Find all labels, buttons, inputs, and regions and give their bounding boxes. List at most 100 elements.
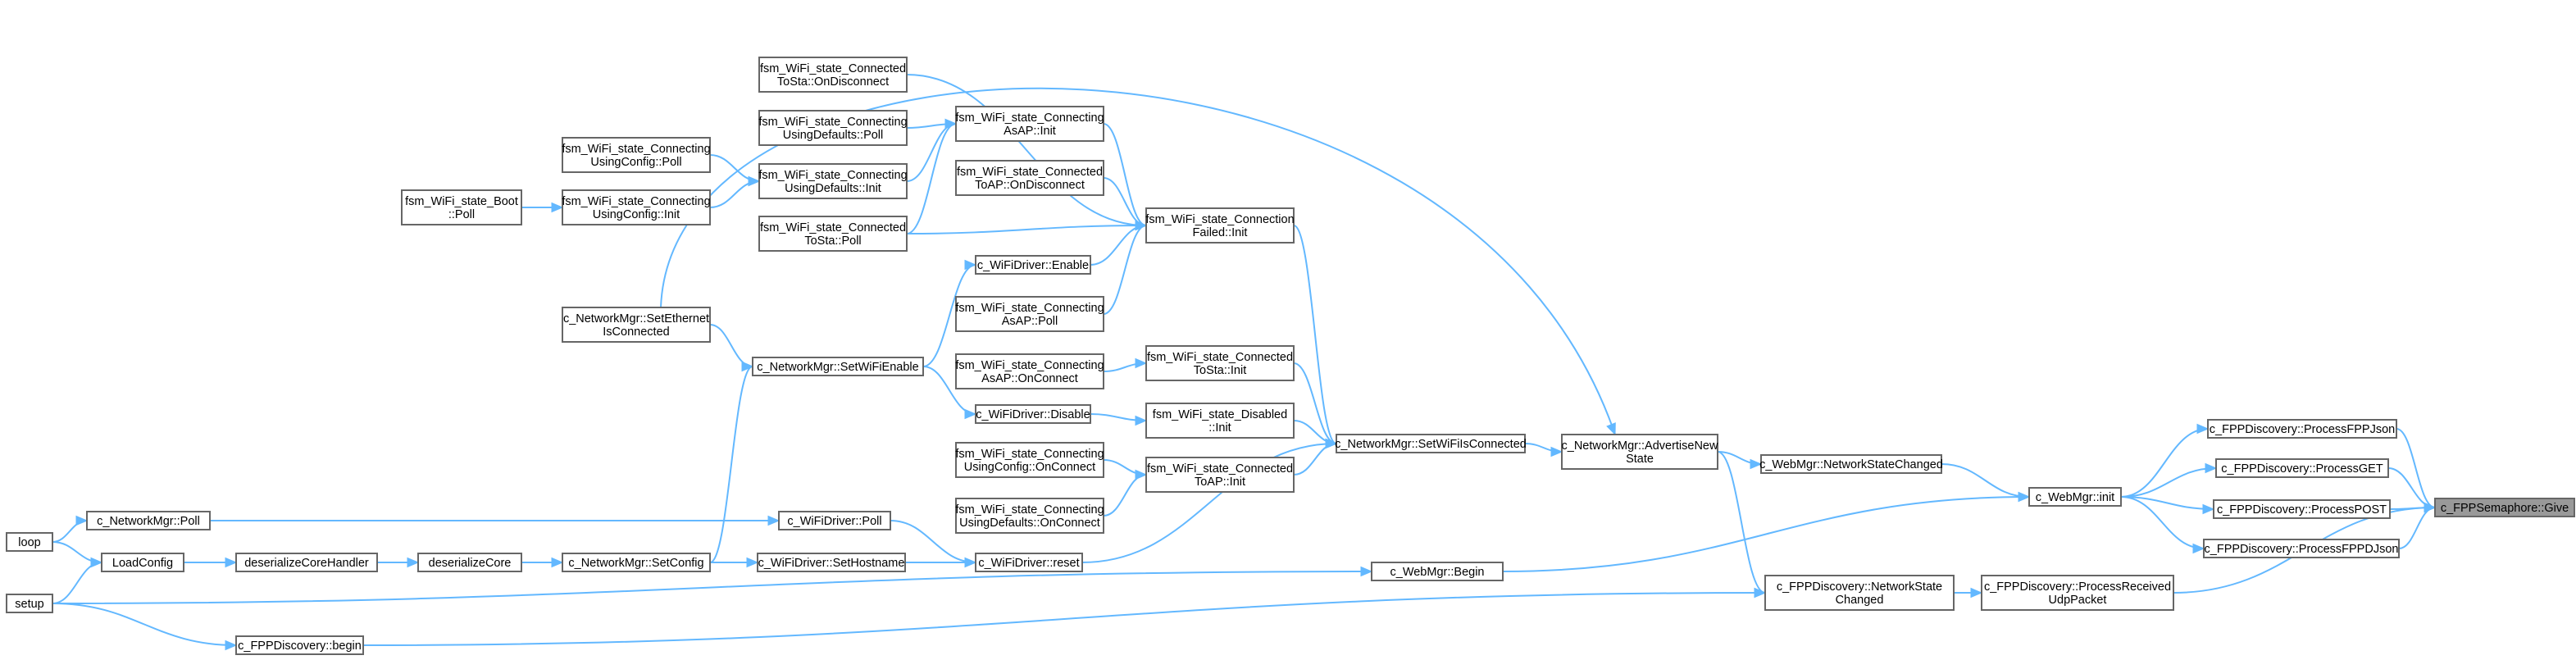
node-deserialize-core-handler[interactable]: deserializeCoreHandler — [235, 553, 378, 572]
node-label: c_FPPDiscovery::begin — [238, 640, 362, 653]
edge-arrowhead — [90, 557, 103, 568]
call-edge — [1293, 225, 1337, 444]
call-edge — [1103, 474, 1147, 517]
node-label: ToSta::OnDisconnect — [777, 75, 889, 89]
node-label: c_NetworkMgr::SetEthernet — [563, 312, 709, 325]
node-set-wi-fi-enable[interactable]: c_NetworkMgr::SetWiFiEnable — [752, 357, 924, 376]
edge-arrowhead — [964, 259, 977, 271]
call-edge — [906, 123, 957, 182]
node-boot-poll[interactable]: fsm_WiFi_state_Boot::Poll — [401, 189, 522, 225]
node-wifi-set-hostname[interactable]: c_WiFiDriver::SetHostname — [757, 553, 906, 572]
node-label: ::Poll — [448, 208, 475, 221]
node-label: c_FPPDiscovery::ProcessFPPJson — [2210, 423, 2395, 436]
node-label: fsm_WiFi_state_Connecting — [955, 503, 1104, 517]
edge-arrowhead — [1754, 587, 1767, 599]
node-web-init[interactable]: c_WebMgr::init — [2028, 487, 2122, 507]
edge-arrowhead — [1135, 220, 1148, 231]
edge-arrowhead — [2192, 543, 2205, 554]
node-box — [975, 404, 1091, 424]
node-process-g-e-t[interactable]: c_FPPDiscovery::ProcessGET — [2215, 458, 2389, 478]
node-using-defaults-on-connect[interactable]: fsm_WiFi_state_ConnectingUsingDefaults::… — [955, 498, 1104, 534]
node-wifi-poll[interactable]: c_WiFiDriver::Poll — [778, 511, 891, 530]
node-label: c_WiFiDriver::Enable — [977, 259, 1089, 272]
node-network-state-changed[interactable]: c_FPPDiscovery::NetworkStateChanged — [1764, 575, 1955, 611]
node-box — [6, 532, 53, 552]
edge-arrowhead — [2202, 503, 2215, 515]
node-label: UdpPacket — [2049, 594, 2107, 607]
node-box — [955, 296, 1104, 332]
node-label: c_WebMgr::init — [2036, 491, 2114, 504]
node-box — [2028, 487, 2122, 507]
node-box — [1145, 403, 1295, 439]
node-label: fsm_WiFi_state_Disabled — [1153, 408, 1287, 421]
call-edge — [1293, 362, 1337, 444]
node-web-begin[interactable]: c_WebMgr::Begin — [1371, 562, 1504, 581]
node-label: fsm_WiFi_state_Boot — [405, 195, 518, 208]
node-label: c_FPPSemaphore::Give — [2441, 502, 2569, 515]
node-loop[interactable]: loop — [6, 532, 53, 552]
node-process-f-p-p-json[interactable]: c_FPPDiscovery::ProcessFPPJson — [2207, 419, 2397, 439]
node-disabled-init[interactable]: fsm_WiFi_state_Disabled::Init — [1145, 403, 1295, 439]
node-using-defaults-init[interactable]: fsm_WiFi_state_ConnectingUsingDefaults::… — [758, 163, 908, 199]
node-wifi-enable[interactable]: c_WiFiDriver::Enable — [975, 255, 1091, 275]
node-set-wi-fi-is-connected[interactable]: c_NetworkMgr::SetWiFiIsConnected — [1335, 434, 1527, 453]
node-box — [2207, 419, 2397, 439]
node-conn-to-sta-on-disconnect[interactable]: fsm_WiFi_state_ConnectedToSta::OnDisconn… — [758, 57, 908, 93]
node-setup[interactable]: setup — [6, 594, 53, 613]
node-label: ToAP::Init — [1195, 476, 1245, 489]
call-edge — [1941, 463, 2030, 498]
call-edge — [362, 592, 1766, 646]
call-edge — [2120, 467, 2217, 498]
node-load-config[interactable]: LoadConfig — [101, 553, 184, 572]
node-box — [235, 635, 364, 655]
node-box — [6, 594, 53, 613]
call-edge — [2120, 428, 2209, 498]
node-give[interactable]: c_FPPSemaphore::Give — [2434, 498, 2575, 517]
node-label: fsm_WiFi_state_Connecting — [562, 195, 710, 208]
node-box — [955, 353, 1104, 389]
node-label: c_FPPDiscovery::NetworkState — [1777, 580, 1942, 594]
node-label: fsm_WiFi_state_Connecting — [955, 359, 1104, 372]
node-using-config-on-connect[interactable]: fsm_WiFi_state_ConnectingUsingConfig::On… — [955, 442, 1104, 478]
node-wifi-disable[interactable]: c_WiFiDriver::Disable — [975, 404, 1091, 424]
call-edge — [906, 74, 1147, 226]
node-box — [562, 189, 711, 225]
node-wifi-reset[interactable]: c_WiFiDriver::reset — [975, 553, 1083, 572]
call-edge — [2398, 507, 2436, 549]
node-label: IsConnected — [603, 325, 669, 339]
node-label: fsm_WiFi_state_Connecting — [955, 448, 1104, 461]
node-label: fsm_WiFi_state_Connecting — [955, 112, 1104, 125]
node-box — [955, 160, 1104, 196]
node-web-network-state-changed[interactable]: c_WebMgr::NetworkStateChanged — [1759, 454, 1943, 474]
node-label: UsingDefaults::Poll — [783, 129, 884, 142]
node-net-poll[interactable]: c_NetworkMgr::Poll — [86, 511, 211, 530]
node-using-defaults-poll[interactable]: fsm_WiFi_state_ConnectingUsingDefaults::… — [758, 110, 908, 146]
node-net-set-config[interactable]: c_NetworkMgr::SetConfig — [562, 553, 711, 572]
edge-arrowhead — [1135, 357, 1148, 369]
call-edge — [52, 520, 88, 543]
node-box — [2434, 498, 2575, 517]
node-using-config-poll[interactable]: fsm_WiFi_state_ConnectingUsingConfig::Po… — [562, 137, 711, 173]
node-using-config-init[interactable]: fsm_WiFi_state_ConnectingUsingConfig::In… — [562, 189, 711, 225]
node-process-p-o-s-t[interactable]: c_FPPDiscovery::ProcessPOST — [2213, 499, 2391, 519]
node-conn-to-ap-on-disconnect[interactable]: fsm_WiFi_state_ConnectedToAP::OnDisconne… — [955, 160, 1104, 196]
edge-arrowhead — [551, 202, 564, 213]
node-label: fsm_WiFi_state_Connected — [1147, 462, 1293, 476]
edge-arrowhead — [225, 557, 238, 568]
node-fpp-begin[interactable]: c_FPPDiscovery::begin — [235, 635, 364, 655]
node-deserialize-core[interactable]: deserializeCore — [417, 553, 522, 572]
node-box — [758, 57, 908, 93]
node-process-f-p-p-d-json[interactable]: c_FPPDiscovery::ProcessFPPDJson — [2203, 539, 2400, 558]
call-edge — [2396, 428, 2436, 508]
edge-arrowhead — [2196, 423, 2210, 435]
